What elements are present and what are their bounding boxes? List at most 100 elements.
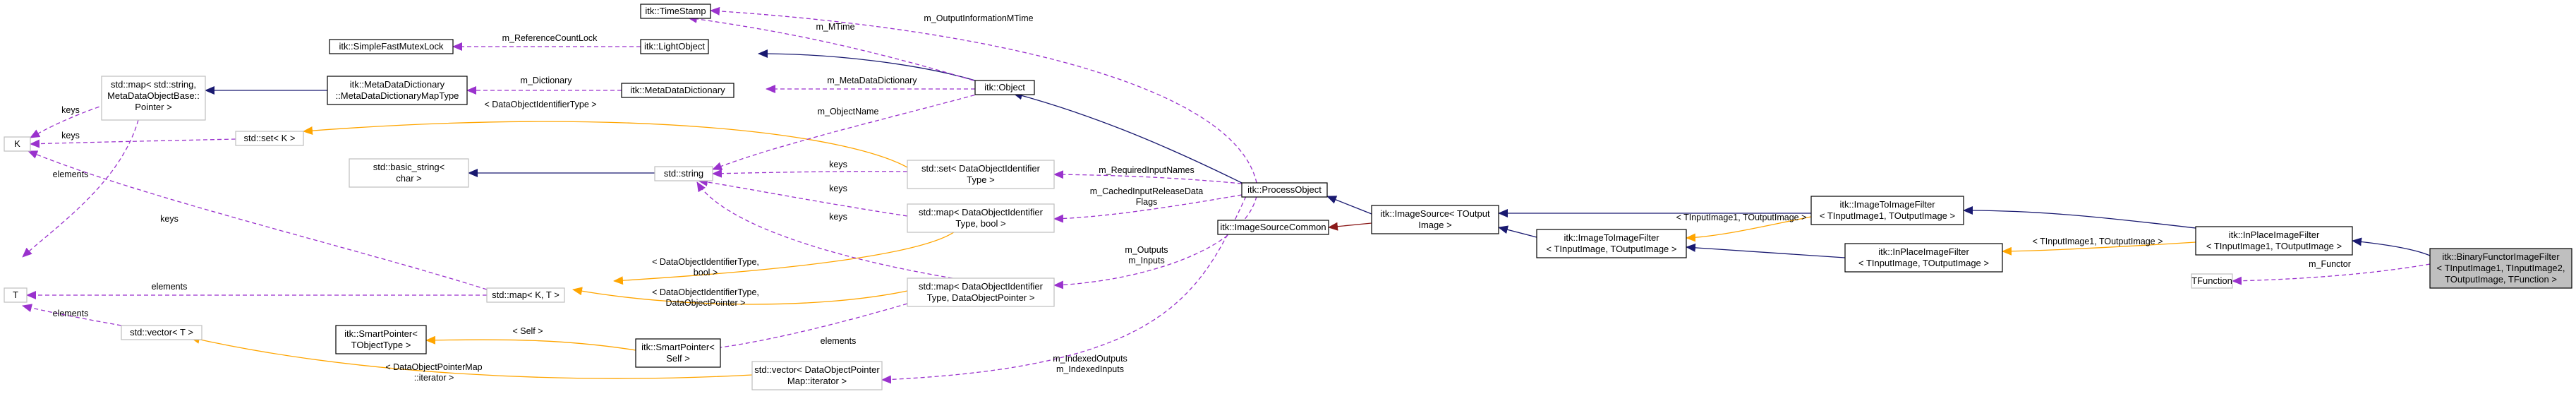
class-std-vector-t[interactable]: std::vector< T >: [121, 325, 202, 340]
svg-text:itk::LightObject: itk::LightObject: [644, 41, 705, 52]
class-itk-processobject[interactable]: itk::ProcessObject: [1241, 182, 1328, 198]
svg-text:elements: elements: [152, 282, 188, 292]
edge-label: elements: [53, 169, 89, 179]
svg-text:itk::ImageSource< TOutputImage: itk::ImageSource< TOutputImage >: [1380, 208, 1490, 230]
edge-label: elements: [152, 282, 188, 292]
edge-keys-k-mapkt: keys: [28, 150, 488, 290]
svg-text:< Self >: < Self >: [512, 326, 543, 336]
class-std-string[interactable]: std::string: [654, 166, 713, 181]
edge-m-functor: m_Functor: [2232, 259, 2431, 285]
edge-elements-t-vector: elements: [22, 304, 122, 326]
class-std-map-k-t[interactable]: std::map< K, T >: [486, 287, 565, 303]
class-label: itk::ProcessObject: [1247, 184, 1322, 195]
class-std-basic-string[interactable]: std::basic_string<char >: [349, 158, 469, 188]
svg-text:m_MetaDataDictionary: m_MetaDataDictionary: [827, 76, 917, 85]
class-label: std::map< K, T >: [492, 289, 560, 300]
class-label: TOutputImage, TFunction >: [2445, 274, 2557, 285]
edge-label: < DataObjectIdentifierType,: [652, 287, 759, 297]
class-itk-simplefastmutexlock[interactable]: itk::SimpleFastMutexLock: [329, 39, 454, 54]
edge-label: m_ReferenceCountLock: [502, 33, 598, 43]
svg-text:keys: keys: [160, 214, 179, 224]
class-itk-smartpointer-tobjecttype[interactable]: itk::SmartPointer<TObjectType >: [335, 325, 427, 354]
svg-text:< TInputImage1, TOutputImage >: < TInputImage1, TOutputImage >: [1676, 213, 1807, 222]
edge-map-bool-template: < DataObjectIdentifierType,bool >: [613, 229, 957, 285]
class-itk-smartpointer-self[interactable]: itk::SmartPointer<Self >: [635, 338, 721, 368]
svg-text:m_Dictionary: m_Dictionary: [521, 76, 573, 85]
edge-label: m_Inputs: [1128, 256, 1164, 265]
class-label: Type, DataObjectPointer >: [927, 292, 1035, 303]
svg-text:itk::InPlaceImageFilter< TInpu: itk::InPlaceImageFilter< TInputImage1, T…: [2206, 229, 2342, 251]
edge-keys-string-set: keys: [712, 160, 908, 178]
svg-text:std::vector< T >: std::vector< T >: [130, 327, 193, 338]
edge-label: keys: [61, 105, 80, 115]
edge-binaryfunctor-inherits-inplacefilter1: [2352, 237, 2431, 256]
svg-text:std::string: std::string: [664, 168, 703, 179]
edge-label: keys: [829, 184, 847, 193]
svg-text:itk::SimpleFastMutexLock: itk::SimpleFastMutexLock: [339, 41, 444, 52]
class-label: TObjectType >: [351, 340, 411, 350]
svg-text:itk::ImageToImageFilter< TInpu: itk::ImageToImageFilter< TInputImage, TO…: [1546, 232, 1676, 254]
class-label: itk::Object: [984, 82, 1025, 92]
edge-label: keys: [829, 160, 847, 169]
edge-label: m_OutputInformationMTime: [924, 13, 1033, 23]
svg-text:keys: keys: [829, 184, 847, 193]
edge-label: m_CachedInputReleaseData: [1090, 186, 1204, 196]
edge-label: keys: [61, 131, 80, 141]
svg-text:keys: keys: [829, 212, 847, 222]
class-tfunction[interactable]: TFunction: [2191, 273, 2233, 289]
class-label: < TInputImage, TOutputImage >: [1546, 244, 1676, 254]
edge-label: m_RequiredInputNames: [1099, 165, 1195, 175]
class-label: Map::iterator >: [787, 376, 847, 386]
svg-text:std::map< DataObjectIdentifier: std::map< DataObjectIdentifierType, Data…: [919, 281, 1044, 303]
class-itk-imagesourcecommon[interactable]: itk::ImageSourceCommon: [1217, 220, 1329, 235]
edge-m-mtime: m_MTime: [687, 14, 974, 81]
class-itk-lightobject[interactable]: itk::LightObject: [640, 39, 709, 54]
edge-imagesource-inherits-processobject: [1326, 196, 1372, 215]
class-label: itk::SimpleFastMutexLock: [339, 41, 444, 52]
svg-text:m_RequiredInputNames: m_RequiredInputNames: [1099, 165, 1195, 175]
svg-text:m_ReferenceCountLock: m_ReferenceCountLock: [502, 33, 598, 43]
class-label: std::set< K >: [244, 133, 296, 143]
class-label: itk::ImageSourceCommon: [1220, 222, 1326, 232]
edge-keys-string-map-ptr: keys: [696, 181, 953, 279]
svg-text:itk::SmartPointer<Self >: itk::SmartPointer<Self >: [641, 342, 715, 364]
edge-keys-k-set: keys: [30, 131, 236, 148]
edge-label: < Self >: [512, 326, 543, 336]
edge-label: < TInputImage1, TOutputImage >: [2033, 237, 2163, 246]
class-label: itk::ImageToImageFilter: [1839, 199, 1935, 210]
edge-imagetoimagefilter-template: < TInputImage1, TOutputImage >: [1676, 213, 1812, 242]
class-itk-imagetoimagefilter-tinputimage1[interactable]: itk::ImageToImageFilter< TInputImage1, T…: [1810, 196, 1964, 225]
class-itk-inplaceimagefilter-tinputimage[interactable]: itk::InPlaceImageFilter< TInputImage, TO…: [1844, 243, 2003, 273]
class-label: T: [13, 289, 18, 300]
edge-label: m_IndexedInputs: [1056, 364, 1124, 374]
svg-text:std::set< K >: std::set< K >: [244, 133, 296, 143]
edge-set-dataobjectidentifier-template: < DataObjectIdentifierType >: [303, 100, 908, 168]
class-std-set-k[interactable]: std::set< K >: [235, 131, 304, 146]
class-itk-metadatadictionary-maptype[interactable]: itk::MetaDataDictionary::MetaDataDiction…: [327, 76, 468, 105]
svg-text:< DataObjectIdentifierType,boo: < DataObjectIdentifierType,bool >: [652, 257, 759, 277]
class-k[interactable]: K: [4, 136, 31, 152]
class-itk-inplaceimagefilter-tinputimage1[interactable]: itk::InPlaceImageFilter< TInputImage1, T…: [2195, 226, 2353, 256]
svg-text:itk::SmartPointer<TObjectType: itk::SmartPointer<TObjectType >: [344, 328, 418, 350]
edge-smartpointer-self-template: < Self >: [425, 326, 636, 351]
class-label: itk::ImageToImageFilter: [1564, 232, 1659, 243]
class-itk-timestamp[interactable]: itk::TimeStamp: [640, 4, 711, 19]
class-itk-binaryfunctorimagefilter[interactable]: itk::BinaryFunctorImageFilter< TInputIma…: [2429, 248, 2572, 289]
class-t[interactable]: T: [4, 287, 28, 303]
class-label: K: [14, 138, 20, 149]
class-itk-imagetoimagefilter-tinputimage[interactable]: itk::ImageToImageFilter< TInputImage, TO…: [1536, 229, 1687, 258]
class-itk-metadatadictionary[interactable]: itk::MetaDataDictionary: [621, 83, 734, 98]
class-itk-object[interactable]: itk::Object: [974, 80, 1035, 95]
class-std-map-string-metadataobjectbase[interactable]: std::map< std::string,MetaDataObjectBase…: [101, 76, 206, 121]
class-label: char >: [396, 173, 422, 184]
edge-inplacefilter2-inherits-imagetoimagefilter2: [1686, 243, 1846, 258]
svg-text:K: K: [14, 138, 20, 149]
edge-label: elements: [53, 309, 89, 318]
